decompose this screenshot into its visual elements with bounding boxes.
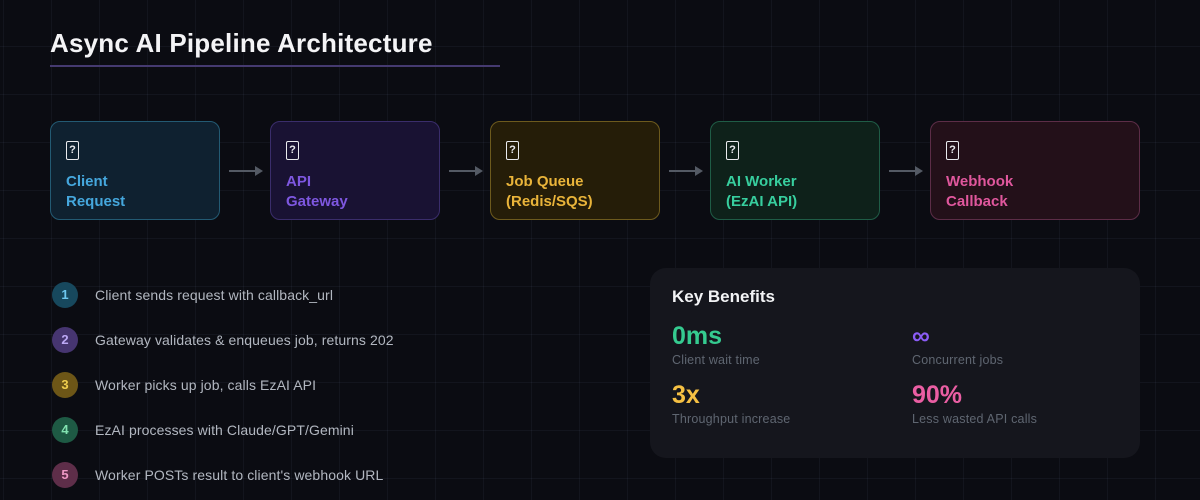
benefits-title: Key Benefits [672,287,775,306]
missing-glyph-icon: ? [66,140,79,160]
step-item-2: 2 Gateway validates & enqueues job, retu… [52,317,394,362]
arrow-line [889,169,915,172]
title-underline [50,65,500,67]
step-text: Client sends request with callback_url [95,286,334,303]
stat-value infinity-icon: ∞ [912,322,930,350]
benefits-stats-grid: 0ms Client wait time ∞ Concurrent jobs 3… [672,322,1118,426]
step-text: EzAI processes with Claude/GPT/Gemini [95,421,354,438]
stat-label: Less wasted API calls [912,412,1038,426]
stat-throughput-increase: 3x Throughput increase [672,381,912,426]
pipeline-row: ? Client Request ? API Gateway ? Job Que… [50,121,1140,220]
step-number-badge: 5 [52,461,78,488]
steps-list: 1 Client sends request with callback_url… [52,272,394,497]
pipeline-node-webhook-callback: ? Webhook Callback [930,121,1140,220]
node-label: Webhook Callback [946,172,1014,210]
node-label: AI Worker (EzAI API) [726,172,798,210]
stat-value: 3x [672,381,700,409]
step-number-badge: 3 [52,371,78,398]
pipeline-node-job-queue: ? Job Queue (Redis/SQS) [490,121,660,220]
arrow-head-icon [915,165,923,176]
node-label: API Gateway [286,172,348,210]
stat-less-wasted-calls: 90% Less wasted API calls [912,381,1118,426]
step-item-1: 1 Client sends request with callback_url [52,272,394,317]
pipeline-node-ai-worker: ? AI Worker (EzAI API) [710,121,880,220]
missing-glyph-icon: ? [286,140,299,160]
missing-glyph-icon: ? [946,140,959,160]
arrow-head-icon [695,165,703,176]
pipeline-node-api-gateway: ? API Gateway [270,121,440,220]
step-item-3: 3 Worker picks up job, calls EzAI API [52,362,394,407]
step-number-badge: 1 [52,281,78,308]
page-title: Async AI Pipeline Architecture [50,28,433,58]
stat-value: 0ms [672,322,723,350]
step-text: Worker picks up job, calls EzAI API [95,376,317,393]
stat-concurrent-jobs: ∞ Concurrent jobs [912,322,1118,367]
step-item-4: 4 EzAI processes with Claude/GPT/Gemini [52,407,394,452]
missing-glyph-icon: ? [506,140,519,160]
stat-label: Client wait time [672,353,760,367]
arrow-line [229,169,255,172]
step-text: Worker POSTs result to client's webhook … [95,466,384,483]
key-benefits-card: Key Benefits 0ms Client wait time ∞ Conc… [650,268,1140,458]
step-number-badge: 2 [52,326,78,353]
stat-label: Concurrent jobs [912,353,1004,367]
step-number-badge: 4 [52,416,78,443]
node-label: Client Request [66,172,126,210]
step-item-5: 5 Worker POSTs result to client's webhoo… [52,452,394,497]
stat-client-wait-time: 0ms Client wait time [672,322,912,367]
node-label: Job Queue (Redis/SQS) [506,172,593,210]
step-text: Gateway validates & enqueues job, return… [95,331,394,348]
flow-arrow [880,121,930,220]
flow-arrow [220,121,270,220]
flow-arrow [440,121,490,220]
arrow-line [669,169,695,172]
missing-glyph-icon: ? [726,140,739,160]
flow-arrow [660,121,710,220]
arrow-head-icon [475,165,483,176]
arrow-line [449,169,475,172]
arrow-head-icon [255,165,263,176]
stat-value: 90% [912,381,963,409]
stat-label: Throughput increase [672,412,791,426]
pipeline-node-client-request: ? Client Request [50,121,220,220]
